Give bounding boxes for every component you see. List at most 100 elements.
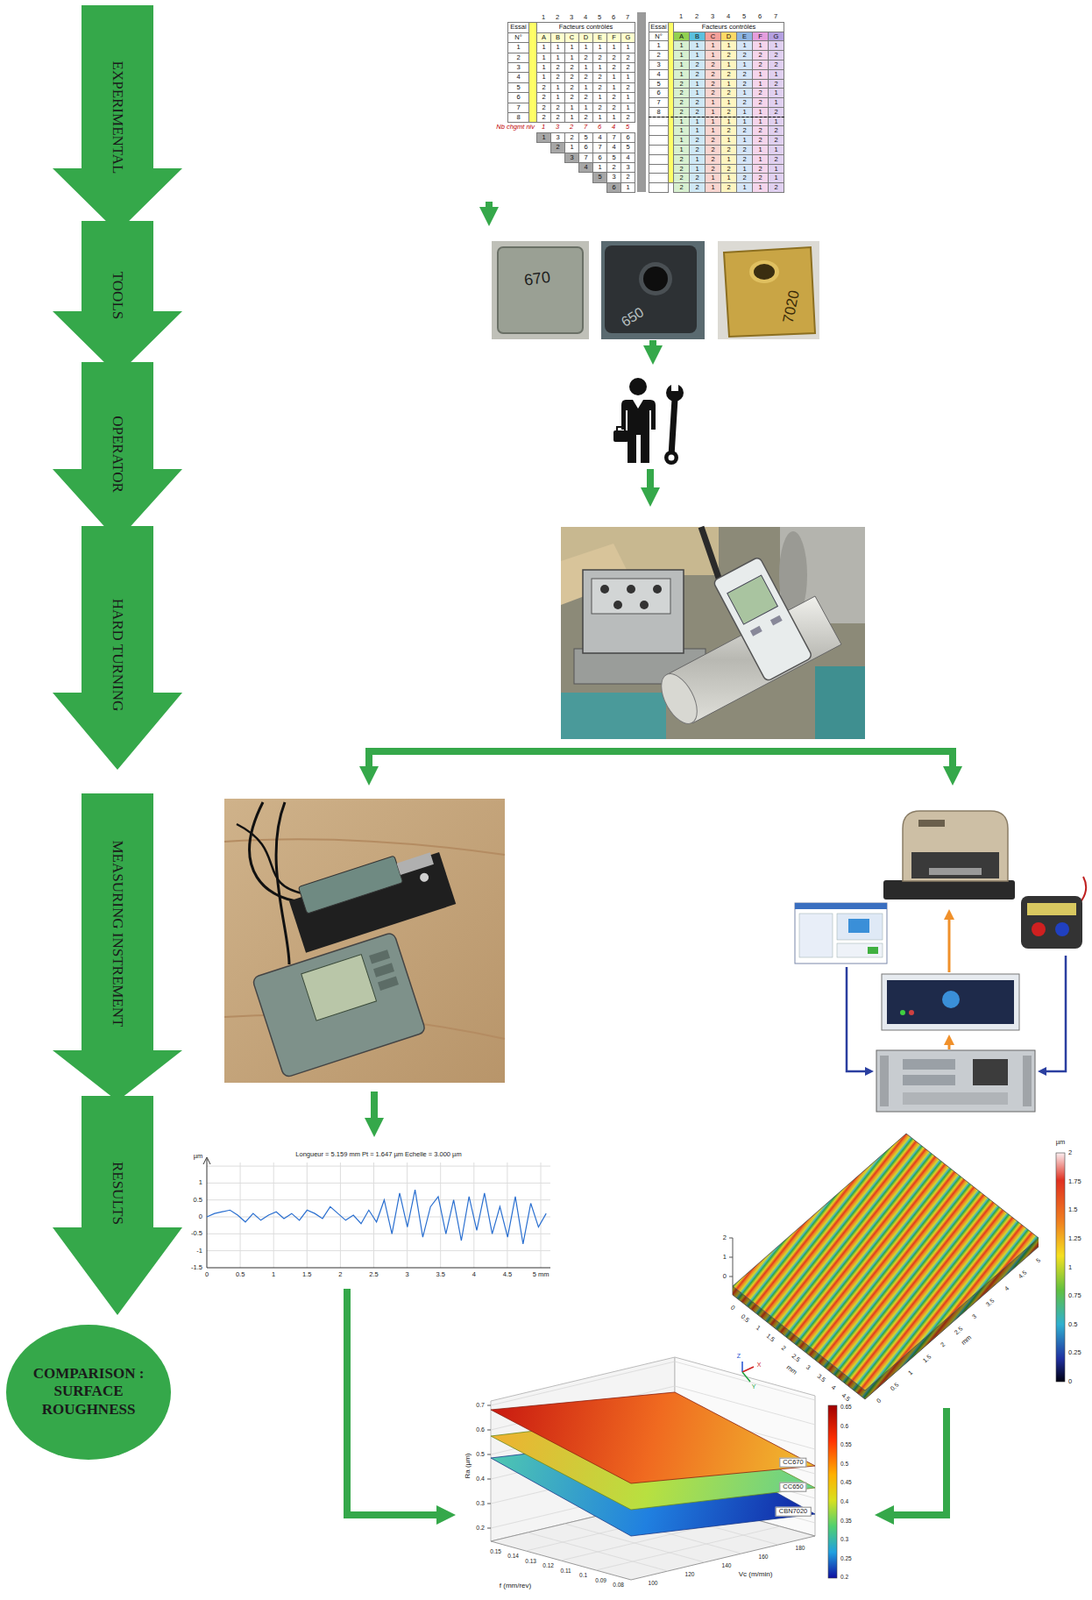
axis-tick-label: 1: [754, 1324, 762, 1333]
comparison-chart: [742, 1366, 754, 1372]
comparison-chart: [487, 1356, 837, 1580]
insert-photo: [717, 241, 820, 340]
comparison-chart: [487, 1404, 491, 1528]
software-screenshot: [836, 913, 883, 940]
table-value: 6: [597, 123, 602, 132]
comparison-chart: [742, 1371, 751, 1382]
table-cell: 2: [550, 141, 566, 153]
axis-tick-label: 1.5: [302, 1270, 312, 1279]
axis-title: f (mm/rev): [499, 1581, 532, 1589]
axis-tick-label: 0.5: [889, 1381, 901, 1392]
comparison-chart: [490, 1361, 816, 1571]
arrow-shape: [52, 525, 183, 770]
axis-tick-label: 0.13: [524, 1557, 537, 1564]
table-cell-fill: [648, 182, 669, 193]
table-cell: 1: [704, 182, 722, 193]
table-cell: 2: [578, 112, 594, 123]
axis-tick-label: 4.5: [503, 1270, 512, 1279]
computer-rack: [1022, 1055, 1032, 1107]
operator-icon: [668, 454, 675, 461]
lathe-photo: [626, 584, 636, 594]
table-cell: 2: [688, 182, 706, 193]
profilometer-device: [883, 879, 1015, 900]
table-cell: 4: [578, 162, 594, 173]
lathe-photo: [560, 526, 866, 739]
row-label: Nb chgmt niv: [496, 123, 535, 132]
surface-topography: [732, 1133, 1039, 1390]
roughness-meter-photo: [251, 931, 426, 1078]
axis-tick-label: 0.11: [560, 1567, 572, 1574]
table-cell: 3: [564, 152, 580, 164]
colorbar-tick: 0.25: [1068, 1348, 1082, 1357]
table-cell: 2: [767, 182, 785, 193]
arrow-shape: [52, 793, 183, 1101]
table-value: 5: [625, 123, 630, 132]
roughness-meter-photo: [301, 954, 377, 1022]
surface-topography: [1056, 1152, 1065, 1382]
flow-arrow: EXPERIMENTAL: [52, 5, 183, 233]
axis-tick-label: 1: [271, 1270, 276, 1279]
profile-chart: [206, 1162, 551, 1268]
axis-tick-label: 2: [338, 1270, 342, 1279]
insert-photo: [491, 241, 589, 340]
axis-tick-label: 5: [1035, 1256, 1043, 1265]
axis-tick-label: 3: [405, 1270, 410, 1279]
colorbar-tick: 0.35: [840, 1517, 852, 1524]
axis-tick-label: 2: [723, 1233, 727, 1242]
table-cell: 1: [564, 112, 580, 123]
axis-tick-label: 180: [795, 1544, 806, 1551]
lathe-photo: [750, 625, 763, 637]
lathe-photo: [712, 556, 813, 682]
table-value: 3: [555, 123, 560, 132]
signal-arrow: [846, 966, 870, 1071]
axis-tick-label: 2.5: [790, 1352, 802, 1363]
axis-tick-label: 140: [722, 1561, 732, 1568]
axis-tick-label: 2.5: [368, 1270, 378, 1279]
lathe-photo: [653, 667, 704, 730]
colorbar-tick: 1.25: [1068, 1234, 1082, 1243]
series-callout: CBN7020: [775, 1506, 812, 1517]
column-number: 6: [611, 13, 616, 22]
column-number: 5: [597, 13, 602, 22]
surface-topography: [732, 1246, 1039, 1399]
software-screenshot: [799, 913, 833, 958]
axis-tick-label: 0.15: [489, 1547, 502, 1554]
flow-connector: [884, 1407, 947, 1515]
axis-tick-label: 2: [779, 1343, 787, 1352]
roughness-meter-photo: [224, 798, 505, 1083]
roughness-meter-photo: [251, 931, 426, 1078]
axis-title: mm: [959, 1333, 973, 1347]
table-cell: 1: [620, 182, 636, 193]
axis-tick-label: 4: [1003, 1284, 1011, 1293]
colorbar-tick: 1: [1068, 1262, 1072, 1271]
operator-icon: [613, 377, 684, 465]
colorbar-tick: 0.55: [840, 1440, 852, 1447]
axis-tick-label: 0.7: [475, 1401, 485, 1409]
roughness-meter-photo: [377, 976, 399, 991]
insert-photo: [497, 247, 583, 334]
roughness-meter-photo: [368, 949, 390, 964]
software-screenshot: [848, 918, 870, 933]
joystick: [1027, 902, 1077, 915]
axis-tick-label: 0.09: [595, 1576, 607, 1583]
axis-tick-label: 0: [875, 1396, 883, 1405]
insert-photo: [723, 247, 816, 337]
roughness-meter-photo: [418, 871, 431, 883]
lathe-photo: [639, 600, 649, 610]
series-callout: CC670: [779, 1457, 807, 1468]
flow-connector: [485, 201, 493, 217]
software-screenshot: [836, 943, 883, 958]
insert-marking: 670: [523, 268, 553, 291]
axis-tick-label: 1: [907, 1368, 915, 1377]
colorbar-tick: 0.3: [840, 1535, 849, 1542]
arrow-shape: [52, 5, 183, 233]
column-number: 7: [773, 13, 778, 22]
flow-connector: [949, 747, 957, 776]
stage-label: MEASURING INSTREMENT: [110, 840, 126, 1028]
roughness-meter-photo: [297, 855, 403, 914]
controller-box: [881, 973, 1020, 1030]
axis-tick-label: 0.2: [475, 1524, 485, 1532]
axis-tick-label: 3.5: [435, 1270, 445, 1279]
arrow-shape: [52, 361, 183, 541]
operator-icon: [664, 450, 679, 465]
